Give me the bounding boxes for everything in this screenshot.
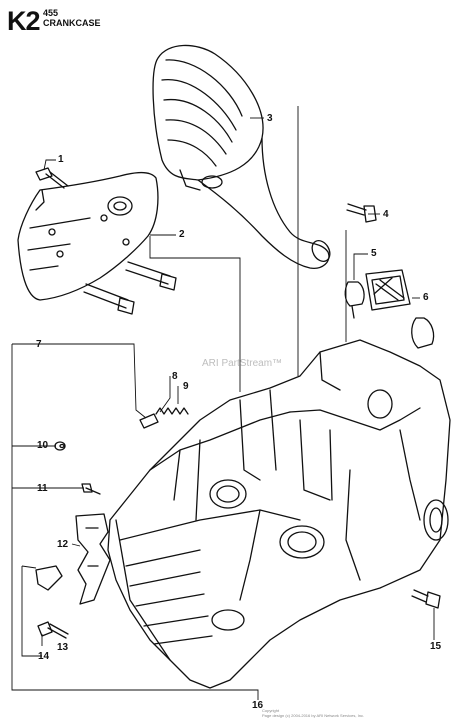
model-number: 455 [43,8,59,18]
callout-10: 10 [37,440,49,451]
side-plate-part [17,171,159,301]
footer-line-2: Page design (c) 2004-2016 by ARI Network… [262,713,365,718]
diagram-title: CRANKCASE [43,18,101,28]
screw-part-13 [37,621,69,639]
callout-5: 5 [371,248,377,259]
callout-1: 1 [58,154,64,165]
crankcase-part-16 [107,339,451,689]
callout-9: 9 [183,381,189,392]
clip-part-14 [35,565,63,591]
bushing-part-10 [54,441,66,451]
screw-part-11 [81,483,101,495]
callout-16: 16 [252,700,264,711]
damper-right [411,317,435,349]
filter-part-6 [365,269,411,311]
callout-13: 13 [57,642,69,653]
callout-8: 8 [172,371,178,382]
footer-fine-print: Copyright Page design (c) 2004-2016 by A… [262,708,382,718]
bolt-part-1 [35,167,69,189]
top-cover-part [152,44,331,269]
callout-11: 11 [37,483,48,494]
callout-4: 4 [383,209,389,220]
watermark: ARI PartStream™ [202,358,283,369]
screw-part-15 [411,589,441,609]
footer-line-1: Copyright [262,708,280,713]
callout-2: 2 [179,229,185,240]
pin-part-8 [139,413,159,429]
callout-12: 12 [57,539,69,550]
damper-part-5 [344,281,365,319]
screw-part-4 [346,203,377,223]
bracket-part-12 [75,513,111,605]
callout-3: 3 [267,113,273,124]
stud-bolts [83,261,177,315]
leader-lines [11,106,435,700]
callout-7: 7 [36,339,42,350]
callout-15: 15 [430,641,442,652]
callout-14: 14 [38,651,50,662]
page-code: K2 [7,6,41,36]
callout-6: 6 [423,292,429,303]
